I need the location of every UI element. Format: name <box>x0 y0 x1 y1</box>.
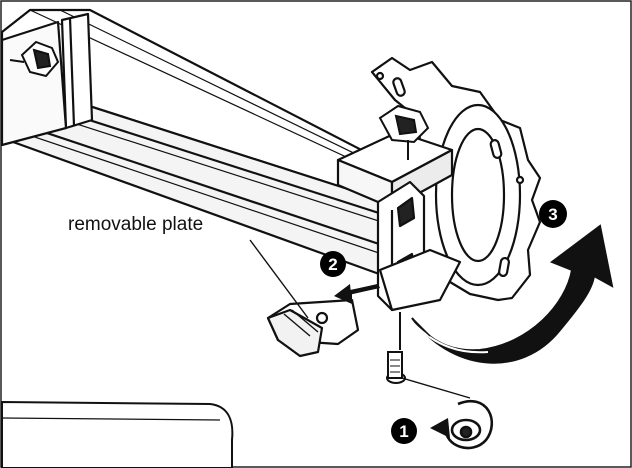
step-number-2: 2 <box>328 255 337 274</box>
step-number-3: 3 <box>548 205 557 224</box>
label-leader-line <box>249 239 309 319</box>
step-number-1: 1 <box>399 422 408 441</box>
rotate-arrow-icon <box>411 224 614 364</box>
removable-plate-label: removable plate <box>68 214 203 235</box>
step-badge-3: 3 <box>539 200 567 228</box>
slide-arrow-icon <box>334 284 380 304</box>
unscrew-icon <box>430 400 494 450</box>
mounting-arm <box>0 8 412 277</box>
step-badge-2: 2 <box>320 251 346 277</box>
tilt-head <box>336 56 542 312</box>
desk-surface <box>1 400 234 468</box>
step-badge-1: 1 <box>391 418 417 444</box>
left-knob-icon <box>9 40 60 78</box>
removable-plate <box>266 298 360 358</box>
screw-icon <box>386 312 471 399</box>
tilt-knob-icon <box>378 104 430 160</box>
